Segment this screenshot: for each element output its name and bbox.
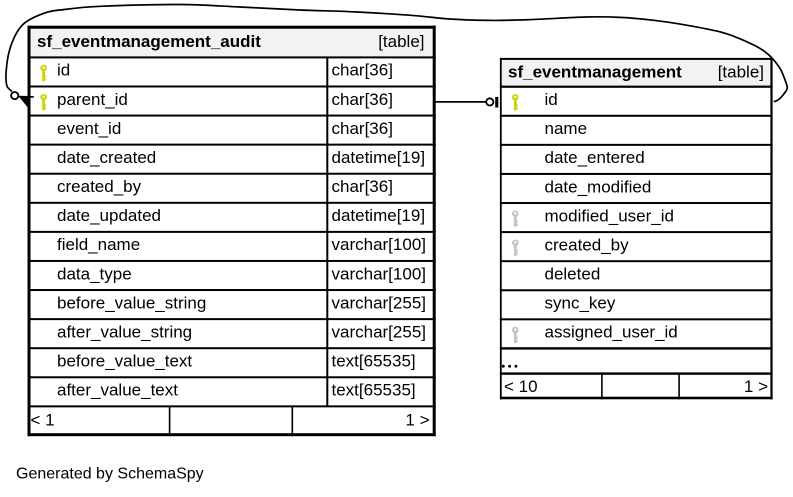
svg-text:id: id [545,90,558,109]
svg-text:date_created: date_created [57,148,156,167]
svg-text:after_value_text: after_value_text [57,381,178,400]
svg-text:1 >: 1 > [405,410,429,429]
svg-text:data_type: data_type [57,264,132,283]
svg-text:text[65535]: text[65535] [332,381,416,400]
svg-text:varchar[255]: varchar[255] [332,293,427,312]
svg-text:datetime[19]: datetime[19] [332,148,426,167]
svg-text:assigned_user_id: assigned_user_id [545,323,678,342]
svg-text:< 10: < 10 [504,377,538,396]
svg-text:parent_id: parent_id [57,90,128,109]
svg-text:1 >: 1 > [744,377,768,396]
svg-text:date_entered: date_entered [545,148,645,167]
svg-text:text[65535]: text[65535] [332,352,416,371]
svg-text:< 1: < 1 [31,410,55,429]
svg-text:char[36]: char[36] [332,119,393,138]
svg-text:name: name [545,119,588,138]
svg-text:deleted: deleted [545,265,601,284]
svg-text:created_by: created_by [57,177,142,196]
svg-text:id: id [57,61,70,80]
svg-text:varchar[255]: varchar[255] [332,322,427,341]
svg-text:[table]: [table] [378,32,424,51]
svg-text:datetime[19]: datetime[19] [332,206,426,225]
svg-text:after_value_string: after_value_string [57,322,192,341]
svg-text:char[36]: char[36] [332,177,393,196]
svg-text:before_value_text: before_value_text [57,352,192,371]
svg-text:event_id: event_id [57,119,121,138]
svg-text:Generated by SchemaSpy: Generated by SchemaSpy [16,466,204,483]
svg-text:sync_key: sync_key [545,294,616,313]
svg-text:before_value_string: before_value_string [57,293,206,312]
svg-text:varchar[100]: varchar[100] [332,264,427,283]
svg-text:char[36]: char[36] [332,61,393,80]
svg-text:modified_user_id: modified_user_id [545,206,674,225]
svg-text:date_updated: date_updated [57,206,161,225]
svg-text:char[36]: char[36] [332,90,393,109]
svg-text:[table]: [table] [718,62,764,81]
svg-text:sf_eventmanagement: sf_eventmanagement [508,62,682,81]
svg-text:sf_eventmanagement_audit: sf_eventmanagement_audit [37,32,261,51]
svg-text:date_modified: date_modified [545,177,652,196]
svg-text:field_name: field_name [57,235,140,254]
svg-text:varchar[100]: varchar[100] [332,235,427,254]
svg-text:created_by: created_by [545,235,630,254]
